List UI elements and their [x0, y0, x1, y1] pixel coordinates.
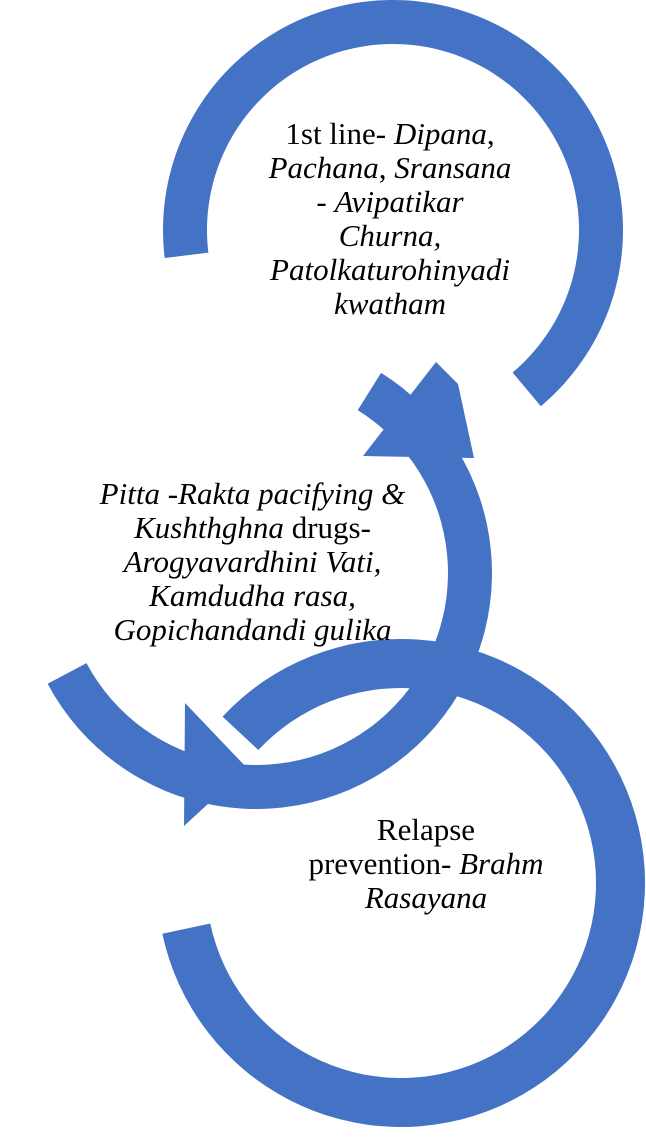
step-text: , — [378, 150, 395, 185]
step-text: Rasayana — [364, 880, 488, 915]
step-text: - — [316, 184, 335, 219]
step-1-line: Pachana, Sransana — [222, 151, 558, 185]
step-text: 1st line- — [285, 116, 394, 151]
step-1-line: Patolkaturohinyadi — [222, 253, 558, 287]
step-1-line: Churna, — [222, 219, 558, 253]
step-text: kwatham — [334, 286, 446, 321]
step-text: Avipatikar — [334, 184, 464, 219]
step-text: Patolkaturohinyadi — [270, 252, 510, 287]
step-2-line: Kushthghna drugs- — [50, 511, 455, 545]
step-3-line: prevention- Brahm — [286, 847, 566, 881]
step-text: Pachana — [268, 150, 379, 185]
step-text: Kamdudha rasa, — [149, 578, 356, 613]
step-text: Brahm — [459, 846, 544, 881]
step-text: Kushthghna — [134, 510, 284, 545]
step-2-line: Arogyavardhini Vati, — [50, 545, 455, 579]
step-text: , — [486, 116, 495, 151]
arc-arrow-1 — [163, 0, 623, 407]
step-1-line: - Avipatikar — [222, 185, 558, 219]
step-2-label: Pitta -Rakta pacifying &Kushthghna drugs… — [50, 477, 455, 647]
step-text: Arogyavardhini Vati, — [123, 544, 382, 579]
step-2-line: Kamdudha rasa, — [50, 579, 455, 613]
step-text: Relapse — [376, 812, 476, 847]
step-text: Churna, — [338, 218, 442, 253]
step-1-line: 1st line- Dipana, — [222, 117, 558, 151]
arrowhead-2 — [184, 703, 247, 826]
step-2-line: Gopichandandi gulika — [50, 613, 455, 647]
step-3-line: Rasayana — [286, 881, 566, 915]
step-text: Dipana — [393, 116, 487, 151]
step-3-line: Relapse — [286, 813, 566, 847]
step-text: drugs- — [283, 510, 371, 545]
step-text: Sransana — [394, 150, 512, 185]
step-1-label: 1st line- Dipana,Pachana, Sransana- Avip… — [222, 117, 558, 321]
step-1-line: kwatham — [222, 287, 558, 321]
step-text: Pitta -Rakta pacifying & — [99, 476, 406, 511]
step-2-line: Pitta -Rakta pacifying & — [50, 477, 455, 511]
step-text: Gopichandandi gulika — [113, 612, 392, 647]
circular-arrows — [47, 0, 645, 1127]
step-text: prevention- — [308, 846, 460, 881]
